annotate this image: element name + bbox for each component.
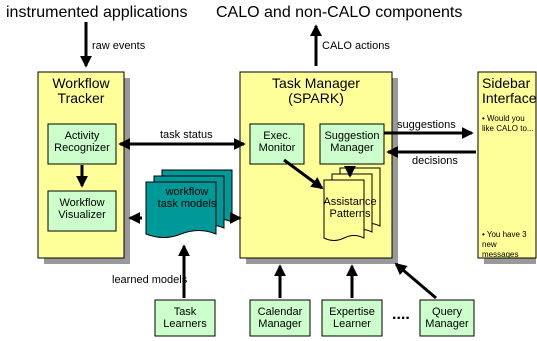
exec-monitor-label: Exec. Monitor	[258, 130, 296, 155]
assistance-patterns-label: Assistance Patterns	[323, 196, 377, 221]
assistance-patterns-stack	[323, 167, 381, 241]
instrumented-apps-label: instrumented applications	[6, 4, 188, 21]
workflow-task-models-label: workflow task models	[157, 186, 217, 211]
calendar-manager-box	[249, 299, 311, 337]
task-learners-label: Task Learners	[163, 306, 207, 331]
learned-models-label: learned models	[112, 274, 188, 286]
sidebar-title: Sidebar Interface	[482, 75, 537, 107]
expertise-learner-box	[321, 299, 383, 337]
expertise-learner-label: Expertise Learner	[329, 306, 375, 331]
suggestion-manager-label: Suggestion Manager	[324, 130, 380, 155]
sidebar-panel	[477, 71, 537, 259]
sidebar-item-messages[interactable]: • You have 3 new messages	[482, 230, 527, 259]
raw-events-label: raw events	[92, 40, 146, 52]
workflow-visualizer-label: Workflow Visualizer	[58, 197, 106, 222]
task-learners-box	[154, 299, 216, 337]
activity-recognizer-label: Activity Recognizer	[54, 130, 110, 155]
query-manager-box	[419, 299, 475, 337]
ellipsis-label: ....	[392, 306, 410, 323]
task-status-label: task status	[160, 129, 213, 141]
workflow-visualizer-box	[47, 190, 117, 232]
decisions-label: decisions	[412, 155, 458, 167]
query-manager-label: Query Manager	[425, 306, 469, 331]
monitor-to-patterns-arrow	[283, 158, 324, 190]
suggestions-label: suggestions	[397, 119, 456, 131]
exec-monitor-box	[249, 123, 305, 165]
workflow-task-models-stack	[145, 169, 233, 238]
calo-components-label: CALO and non-CALO components	[216, 4, 463, 21]
query-to-task-manager-arrow	[394, 262, 437, 300]
activity-recognizer-box	[47, 123, 117, 165]
workflow-tracker-title: Workflow Tracker	[52, 75, 110, 107]
calo-actions-label: CALO actions	[322, 40, 390, 52]
task-manager-title: Task Manager (SPARK)	[272, 75, 360, 107]
suggestion-manager-box	[319, 123, 385, 165]
calendar-manager-label: Calendar Manager	[257, 306, 303, 331]
sidebar-item-suggestion[interactable]: • Would you like CALO to...	[482, 114, 534, 133]
